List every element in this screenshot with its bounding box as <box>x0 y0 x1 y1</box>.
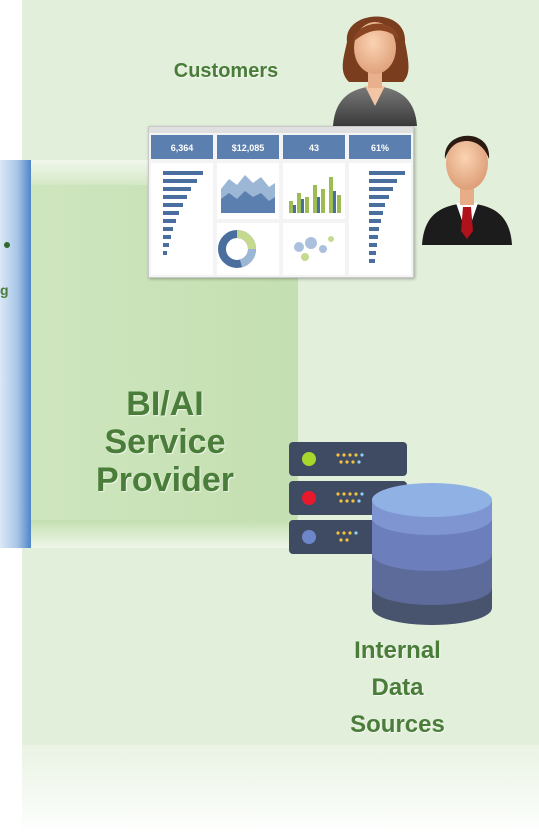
database-icon <box>372 483 492 625</box>
kpi-value-1: 6,364 <box>171 143 194 153</box>
internal-data-sources-label: Internal Data Sources <box>330 632 465 743</box>
customers-label: Customers <box>173 60 279 82</box>
kpi-value-2: $12,085 <box>232 143 265 153</box>
bi-label-line-2: Service <box>104 423 226 461</box>
truncated-text-fragment: g <box>0 282 9 298</box>
bi-dashboard-thumbnail: 6,364 $12,085 43 61% <box>148 126 414 278</box>
data-label-line-3: Sources <box>350 711 445 738</box>
data-label-line-1: Internal <box>354 637 441 664</box>
customer-male-icon <box>422 135 512 245</box>
bi-label-line-3: Provider <box>96 461 234 499</box>
dashboard-graphic: 6,364 $12,085 43 61% <box>149 127 413 275</box>
data-label-line-2: Data <box>371 674 424 701</box>
kpi-value-4: 61% <box>371 143 389 153</box>
outer-region-fade <box>22 745 539 834</box>
bullet-dot <box>4 242 10 248</box>
bi-ai-service-provider-label: BI/AI Service Provider <box>80 385 250 499</box>
kpi-value-3: 43 <box>309 143 319 153</box>
provider-region-bottom-edge <box>22 520 298 548</box>
customer-female-icon <box>333 16 417 126</box>
bi-label-line-1: BI/AI <box>126 385 204 423</box>
left-blue-panel: g <box>0 160 31 548</box>
